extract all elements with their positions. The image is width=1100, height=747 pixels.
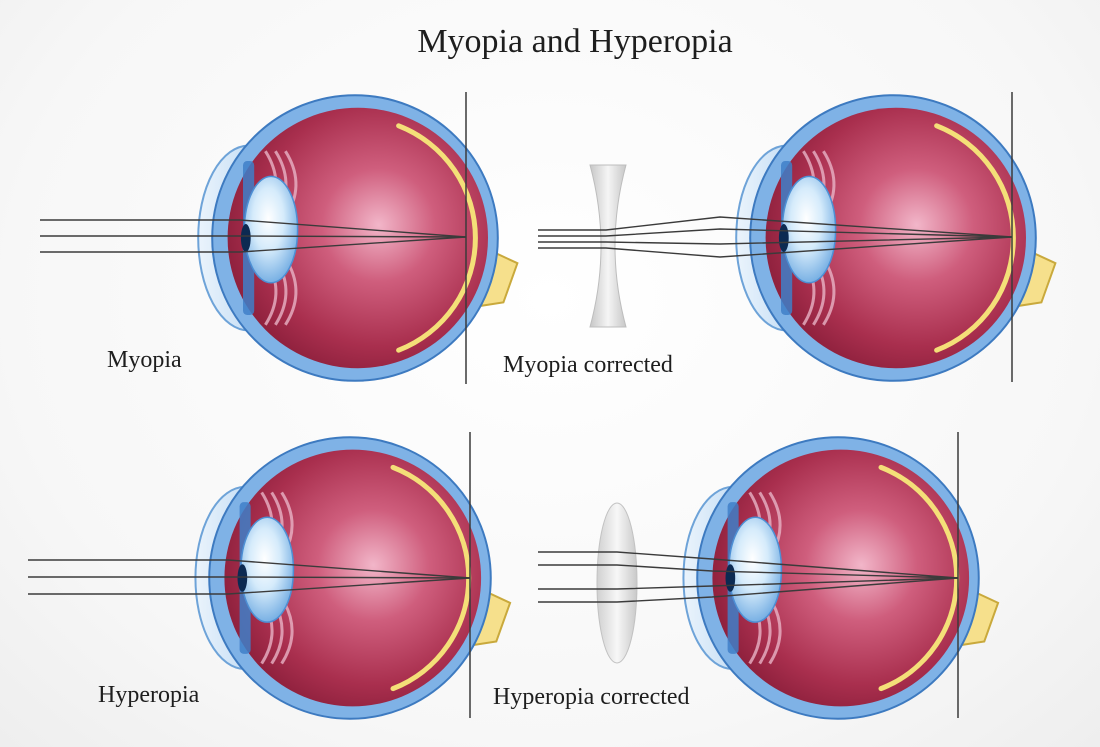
hyperopia-ray	[28, 559, 471, 579]
hyperopia-corrected-eyeball	[712, 449, 970, 707]
concave-lens	[589, 164, 627, 328]
hyperopia-corrected-eye	[682, 436, 1000, 720]
myopia-corrected-eye	[735, 94, 1057, 382]
lenses-layer	[589, 164, 638, 664]
myopia-ciliary-fiber	[284, 262, 298, 326]
hyperopia-corrected-ray	[538, 551, 959, 579]
myopia-corrected-ray	[538, 216, 1013, 238]
hyperopia-corrected-ray	[538, 577, 959, 590]
hyperopia-corrected-ciliary-fiber	[768, 602, 782, 665]
hyperopia-ray	[28, 577, 471, 595]
myopia-corrected-ciliary-fiber	[822, 262, 836, 326]
myopia-ray	[40, 236, 467, 253]
hyperopia-corrected-crystalline-lens	[728, 516, 783, 623]
myopia-corrected-ray	[538, 236, 1013, 258]
myopia-corrected-eyeball	[765, 107, 1026, 369]
myopia-pupil	[240, 224, 251, 252]
myopia-eyeball	[227, 107, 489, 369]
hyperopia-corrected-ray	[538, 577, 959, 603]
hyperopia-ciliary-fiber	[280, 602, 294, 665]
hyperopia-corrected-ray	[538, 564, 959, 579]
myopia-retina	[396, 123, 478, 353]
rays-layer	[28, 92, 1013, 718]
hyperopia-label: Hyperopia	[98, 682, 200, 708]
myopia-label: Myopia	[107, 347, 182, 373]
hyperopia-corrected-pupil	[725, 564, 736, 592]
myopia-ray	[40, 235, 467, 238]
hyperopia-crystalline-lens	[240, 516, 295, 623]
myopia-corrected-ray	[538, 228, 1013, 238]
myopia-corrected-pupil	[778, 224, 789, 252]
hyperopia-pupil	[237, 564, 248, 592]
myopia-corrected-retina	[934, 123, 1016, 353]
myopia-ray	[40, 219, 467, 238]
diagram-title: Myopia and Hyperopia	[417, 23, 732, 60]
hyperopia-ray	[28, 576, 471, 579]
myopia-crystalline-lens	[243, 175, 299, 284]
myopia-corrected-crystalline-lens	[781, 175, 837, 284]
myopia-corrected-label: Myopia corrected	[503, 352, 673, 378]
myopia-eye	[197, 94, 519, 382]
convex-lens	[596, 502, 638, 664]
hyperopia-corrected-label: Hyperopia corrected	[493, 684, 690, 710]
myopia-corrected-ray	[538, 236, 1013, 245]
